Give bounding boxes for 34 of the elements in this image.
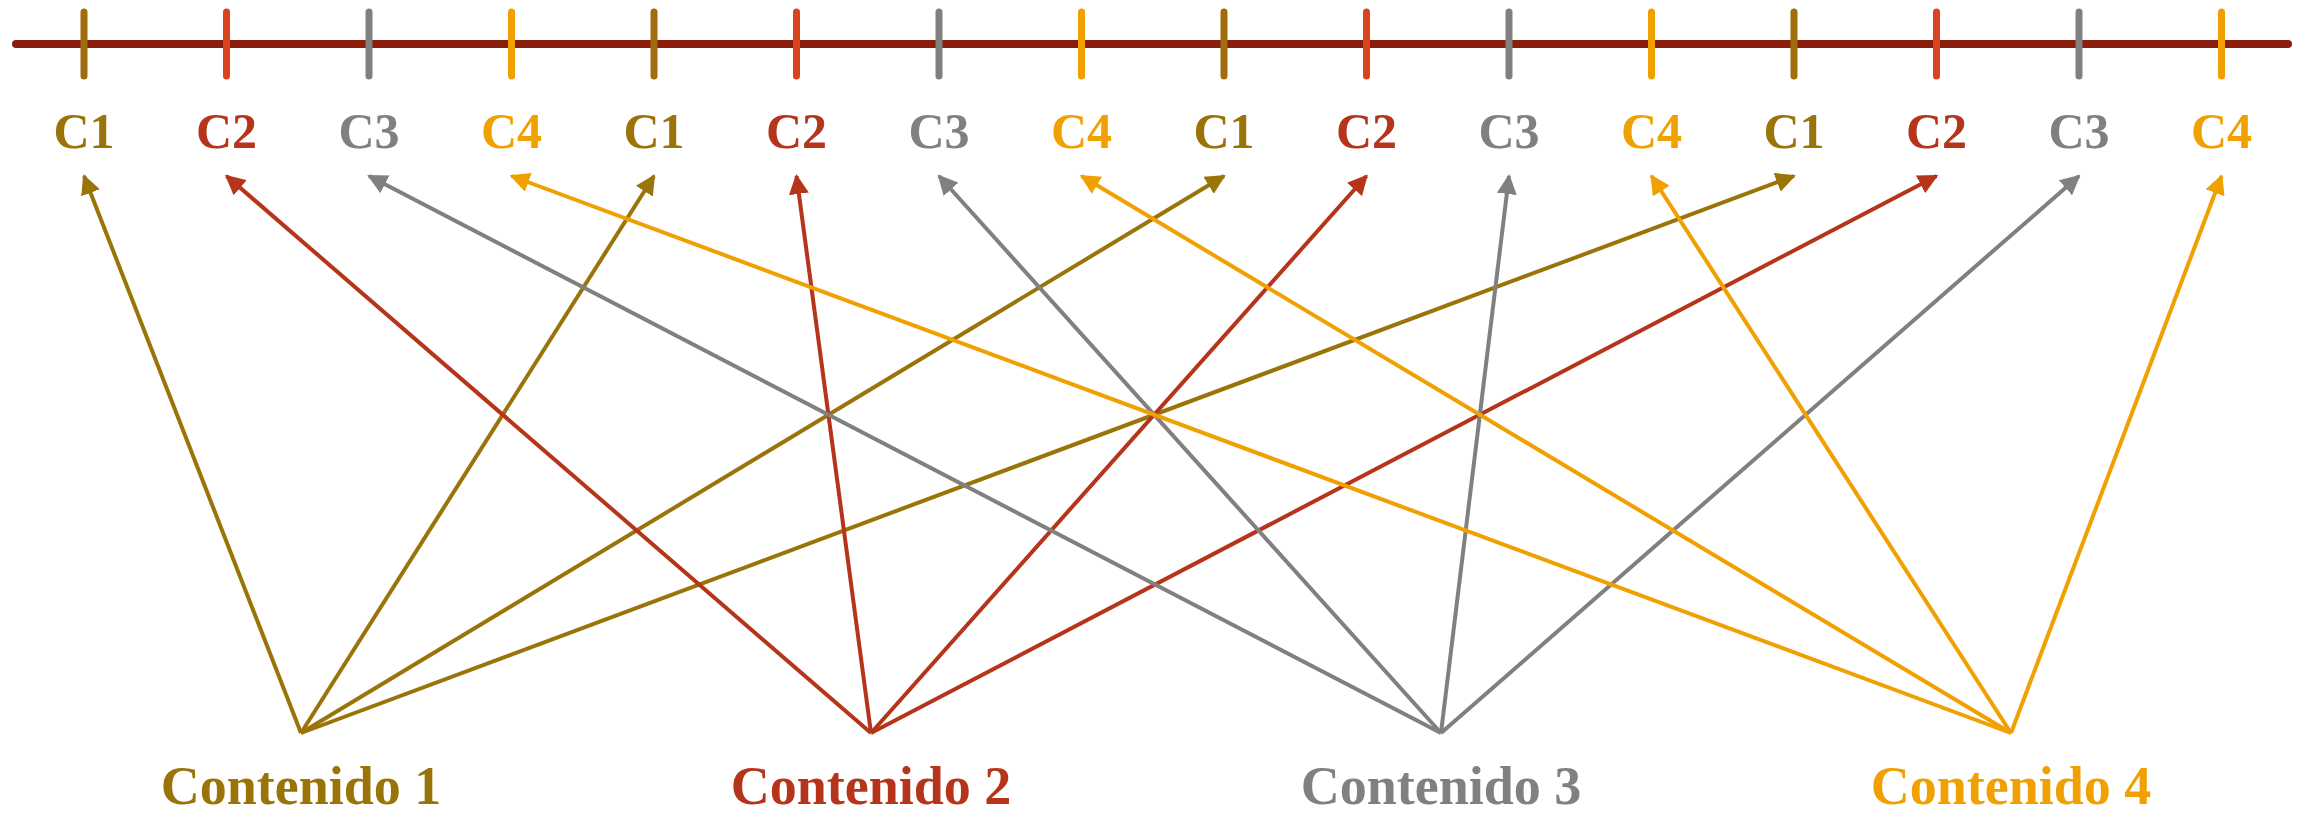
arrow [788, 174, 873, 734]
arrow [299, 174, 656, 735]
arrow [870, 174, 1939, 735]
timeline-label: C2 [1335, 106, 1398, 156]
timeline-label: C3 [908, 106, 970, 156]
arrow [81, 174, 303, 734]
arrow [1649, 174, 2013, 735]
timeline-label: C1 [1763, 106, 1825, 156]
arrow [869, 174, 1368, 735]
timeline-label: C4 [2190, 106, 2253, 156]
arrow [225, 174, 873, 735]
timeline-label: C3 [2048, 106, 2110, 156]
timeline-label: C2 [765, 106, 828, 156]
timeline-label: C2 [1905, 106, 1968, 156]
arrow [509, 172, 2012, 735]
arrow [937, 174, 1443, 735]
timeline-label: C3 [338, 106, 400, 156]
timeline-label: C1 [1193, 106, 1255, 156]
timeline-label: C4 [1620, 106, 1683, 156]
content-label: Contenido 1 [160, 759, 442, 817]
content-label: Contenido 2 [730, 759, 1012, 817]
arrow [300, 172, 1796, 735]
content-label: Contenido 4 [1870, 759, 2152, 817]
timeline-label: C4 [1050, 106, 1113, 156]
timeline-label: C2 [195, 106, 258, 156]
timeline-label: C1 [623, 106, 685, 156]
arrow [2009, 174, 2225, 734]
arrow [367, 174, 1442, 735]
content-label: Contenido 3 [1300, 759, 1582, 817]
timeline-label: C4 [480, 106, 543, 156]
arrow [1439, 174, 2081, 735]
arrow [1079, 174, 2013, 735]
timeline-label: C3 [1478, 106, 1540, 156]
timeline-label: C1 [53, 106, 115, 156]
